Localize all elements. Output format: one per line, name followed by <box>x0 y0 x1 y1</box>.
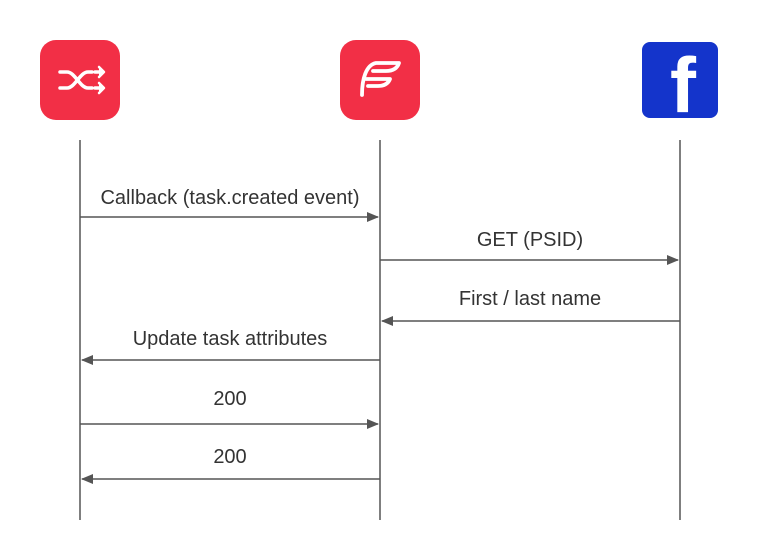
facebook-logo-letter: f <box>670 41 697 129</box>
message-1: Callback (task.created event) <box>80 187 379 222</box>
participant-twilio-flex <box>340 40 420 120</box>
message-2: GET (PSID) <box>380 229 679 265</box>
flex-logo-icon <box>360 61 401 97</box>
message-label: 200 <box>213 446 246 468</box>
message-label: Update task attributes <box>133 328 328 350</box>
facebook-tile <box>642 42 718 118</box>
twilio-studio-tile <box>40 40 120 120</box>
participant-facebook: f <box>642 41 718 129</box>
shuffle-icon <box>58 65 106 95</box>
participant-twilio-studio <box>40 40 120 120</box>
message-label: 200 <box>213 388 246 410</box>
message-5: 200 <box>80 388 379 429</box>
message-6: 200 <box>81 446 380 484</box>
message-label: First / last name <box>459 288 601 310</box>
message-label: Callback (task.created event) <box>100 187 359 209</box>
message-label: GET (PSID) <box>477 229 583 251</box>
message-4: Update task attributes <box>81 328 380 365</box>
facebook-icon: f <box>670 41 697 129</box>
message-3: First / last name <box>381 288 680 326</box>
